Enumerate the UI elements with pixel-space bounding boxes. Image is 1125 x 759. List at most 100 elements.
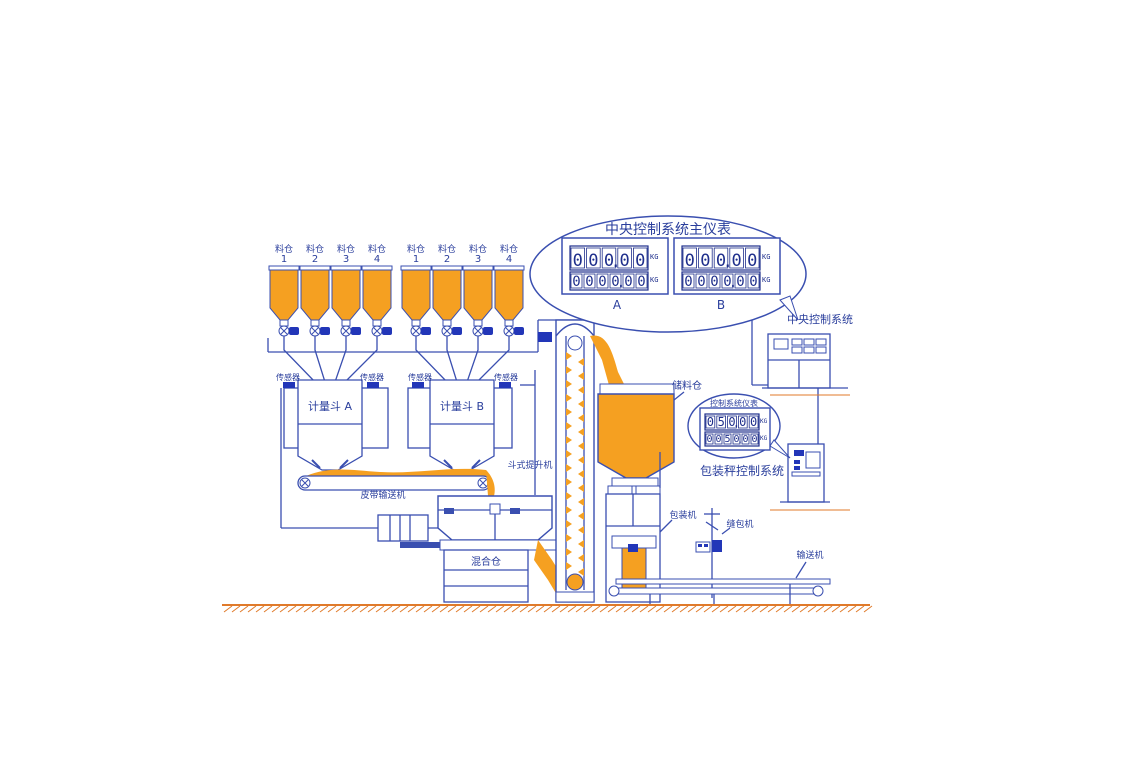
elevator-bucket (578, 484, 584, 492)
discharge-pipe (314, 336, 326, 383)
bucket-elevator-label: 斗式提升机 (507, 459, 552, 471)
digit-cell (747, 273, 760, 289)
silo-neck (279, 319, 289, 327)
elevator-bucket (566, 478, 572, 486)
digit-cell (748, 415, 759, 429)
digit-cell (734, 273, 747, 289)
elevator-bucket (578, 386, 584, 394)
digit: 0 (624, 274, 632, 290)
digit: 0 (697, 274, 705, 290)
digit: 0 (742, 434, 748, 445)
weigh-hopper-b-label: 计量斗 B (440, 400, 484, 413)
feeder-wheel-spokes (412, 327, 420, 335)
sewing-machine-leader (721, 527, 731, 535)
digit: 0 (716, 251, 726, 271)
digit-cell (698, 247, 713, 269)
elevator-bucket (566, 534, 572, 542)
storage-bin-label: 储料仓 (672, 379, 702, 392)
elevator-bucket (578, 512, 584, 520)
digit-cell (732, 433, 741, 445)
silo-neck (442, 319, 452, 327)
discharge-pipe (334, 336, 347, 383)
digit: 0 (707, 415, 714, 429)
silo-bin (300, 269, 330, 321)
digit-cell (682, 273, 695, 289)
elevator-bucket (578, 470, 584, 478)
silo-bin (331, 269, 361, 321)
digit: 0 (588, 251, 598, 271)
silo-lid (493, 265, 525, 271)
sensor-label-b-left: 传感器 (408, 372, 432, 382)
elevator-bucket (566, 464, 572, 472)
digit: 0 (736, 274, 744, 290)
scale-top-unit: KG (760, 418, 768, 425)
digit-cell (601, 247, 617, 269)
silo-lid (330, 265, 362, 271)
digit: 0 (684, 274, 692, 290)
digit: 5 (718, 415, 725, 429)
silo-label: 料仓 (368, 243, 386, 255)
elevator-discharge (590, 335, 628, 396)
scale-meter-title: 控制系统仪表 (710, 398, 758, 408)
meter-b-bottom-unit: KG (762, 276, 770, 284)
digit-cell (705, 433, 714, 445)
digit-cell (633, 247, 648, 269)
digit-cell (617, 247, 632, 269)
elevator-bucket (566, 380, 572, 388)
digit-display (569, 245, 649, 271)
bagging-scale-control-cabinet (780, 443, 830, 503)
digit: 0 (750, 415, 757, 429)
meter-a-name: A (613, 298, 622, 312)
elevator-bucket (578, 400, 584, 408)
elevator-bucket (566, 562, 572, 570)
silo-label: 料仓 (275, 243, 293, 255)
digit-cell (750, 433, 759, 445)
sensor-label-b-right: 传感器 (494, 372, 518, 382)
main-meter-title: 中央控制系统主仪表 (605, 222, 731, 238)
digit: 0 (598, 274, 606, 290)
digit: 0 (700, 251, 710, 271)
digit: 0 (728, 415, 735, 429)
digit-cell (738, 415, 748, 429)
elevator-bucket (578, 498, 584, 506)
digit-cell (729, 247, 744, 269)
digit-cell (596, 273, 609, 289)
silo-number: 1 (413, 254, 419, 265)
discharge-pipe (415, 336, 448, 383)
elevator-bucket (566, 548, 572, 556)
digit: 0 (747, 251, 757, 271)
sensor-label-a-left: 传感器 (276, 372, 300, 382)
valve-motor-icon (289, 327, 299, 335)
silo-neck (310, 319, 320, 327)
elevator-bucket (578, 540, 584, 548)
digit-cell (727, 415, 737, 429)
digit-cell (622, 273, 635, 289)
silo-label: 料仓 (337, 243, 355, 255)
silo-bin (362, 269, 392, 321)
digit: 0 (706, 434, 712, 445)
valve-motor-icon (514, 327, 524, 335)
silo-label: 料仓 (306, 243, 324, 255)
discharge-pipe (344, 336, 378, 383)
digit: 0 (635, 251, 645, 271)
meter-b-name: B (717, 298, 725, 312)
elevator-bucket (566, 520, 572, 528)
valve-motor-icon (483, 327, 493, 335)
digit-cell (713, 247, 729, 269)
digit: 0 (685, 251, 695, 271)
meter-b-top-unit: KG (762, 253, 770, 261)
elevator-bucket (578, 568, 584, 576)
digit-cell (716, 415, 726, 429)
silo-neck (504, 319, 514, 327)
storage-bin-leader (673, 391, 685, 401)
digit-cell (741, 433, 750, 445)
silo-lid (400, 265, 432, 271)
silo-lid (268, 265, 300, 271)
digit-separator: . (617, 275, 625, 291)
elevator-bucket (578, 526, 584, 534)
digit-cell (708, 273, 721, 289)
digit-display (569, 271, 649, 291)
bucket-elevator (538, 319, 595, 603)
